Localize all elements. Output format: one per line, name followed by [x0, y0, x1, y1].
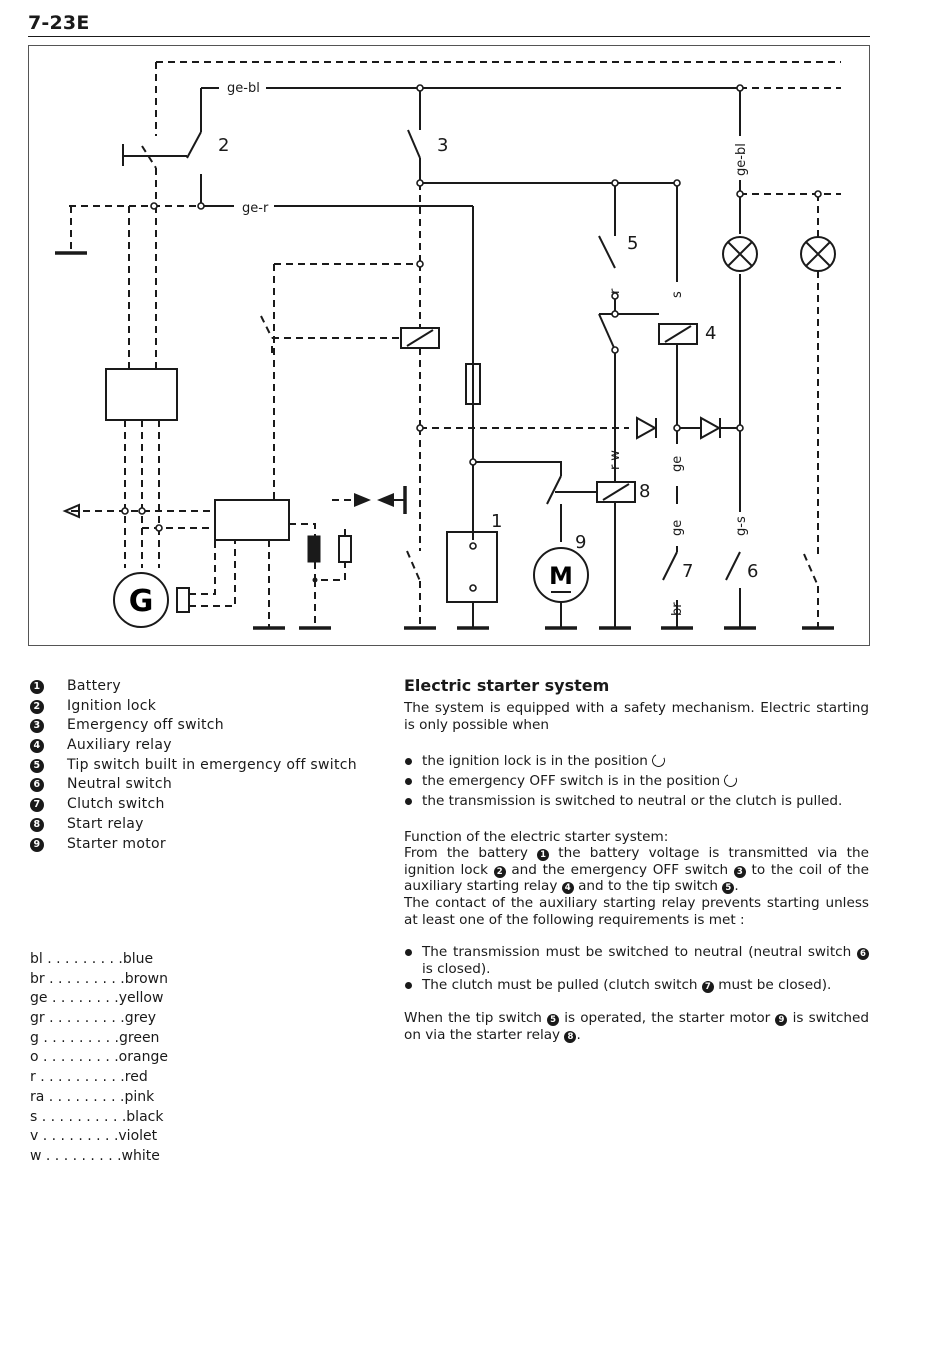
page-number: 7-23E: [28, 12, 90, 34]
article-title: Electric starter system: [404, 676, 610, 695]
function-paragraph-2: The contact of the auxiliary starting re…: [404, 894, 869, 928]
start-conditions-list: the ignition lock is in the position the…: [404, 752, 869, 813]
list-item: the emergency OFF switch is in the posit…: [404, 772, 869, 793]
motor-symbol: M: [549, 562, 573, 590]
starter-system-article: Electric starter system The system is eq…: [404, 676, 869, 1043]
neutral-switch: [725, 551, 741, 581]
wire-label-ge-r: ge-r: [242, 201, 269, 216]
component-number-3: 3: [437, 135, 448, 156]
clutch-switch: [662, 551, 678, 581]
component-number-9: 9: [575, 532, 586, 553]
color-code-row: g . . . . . . . . .green: [30, 1029, 160, 1046]
component-number-8: 8: [639, 481, 650, 502]
color-code-row: r . . . . . . . . . .red: [30, 1069, 148, 1086]
color-code-row: w . . . . . . . . .white: [30, 1147, 160, 1164]
cdi-box: [214, 499, 290, 541]
wire-label-br: br: [670, 602, 685, 616]
color-code-row: s . . . . . . . . . .black: [30, 1108, 164, 1125]
function-heading: Function of the electric starter system:: [404, 828, 669, 845]
color-code-row: o . . . . . . . . .orange: [30, 1049, 168, 1066]
wire-label-r: r: [608, 288, 623, 294]
wire-label-ge-bl-top: ge-bl: [227, 81, 260, 96]
color-code-row: bl . . . . . . . . .blue: [30, 951, 154, 967]
color-code-row: gr . . . . . . . . .grey: [30, 1010, 156, 1027]
generator-symbol: G: [129, 584, 154, 619]
wire-label-ge-upper: ge: [670, 456, 685, 472]
color-code-row: ra . . . . . . . . .pink: [30, 1088, 155, 1105]
fuse: [465, 363, 481, 405]
component-number-4: 4: [705, 323, 716, 344]
wire-label-r-w: r-w: [608, 450, 623, 470]
list-item: The transmission must be switched to neu…: [404, 944, 869, 977]
component-number-5: 5: [627, 233, 638, 254]
list-item: the transmission is switched to neutral …: [404, 793, 869, 813]
article-intro: The system is equipped with a safety mec…: [404, 700, 869, 733]
wiring-diagram-svg: G: [55, 61, 841, 630]
wire-color-codes: bl . . . . . . . . .blue br . . . . . . …: [30, 950, 230, 1167]
page-header: 7-23E: [28, 10, 870, 37]
list-item: the ignition lock is in the position: [404, 752, 869, 773]
regulator-box: [105, 368, 178, 421]
indicator-lamp-1: [722, 236, 758, 272]
position-symbol-icon: [722, 772, 739, 789]
tip-switch: [598, 235, 616, 269]
component-number-6: 6: [747, 561, 758, 582]
generator: [113, 572, 169, 628]
component-number-2: 2: [218, 135, 229, 156]
function-paragraph-1: From the battery 1 the battery voltage i…: [404, 845, 869, 895]
wire-label-ge-bl-vertical: ge-bl: [734, 143, 749, 176]
requirements-list: The transmission must be switched to neu…: [404, 944, 869, 994]
color-code-row: v . . . . . . . . .violet: [30, 1128, 158, 1145]
closing-paragraph: When the tip switch 5 is operated, the s…: [404, 1009, 869, 1043]
ignition-lock-switch: [186, 131, 202, 159]
component-number-7: 7: [682, 561, 693, 582]
emergency-off-switch: [407, 129, 421, 159]
component-number-1: 1: [491, 511, 502, 532]
list-item: The clutch must be pulled (clutch switch…: [404, 977, 869, 994]
color-code-row: ge . . . . . . . .yellow: [30, 990, 164, 1007]
wire-label-g-s: g-s: [734, 516, 749, 536]
wire-label-ge-lower: ge: [670, 520, 685, 536]
wiring-diagram: G: [28, 45, 870, 646]
wire-label-s: s: [670, 291, 685, 298]
position-symbol-icon: [650, 752, 667, 770]
color-code-row: br . . . . . . . . .brown: [30, 970, 168, 987]
